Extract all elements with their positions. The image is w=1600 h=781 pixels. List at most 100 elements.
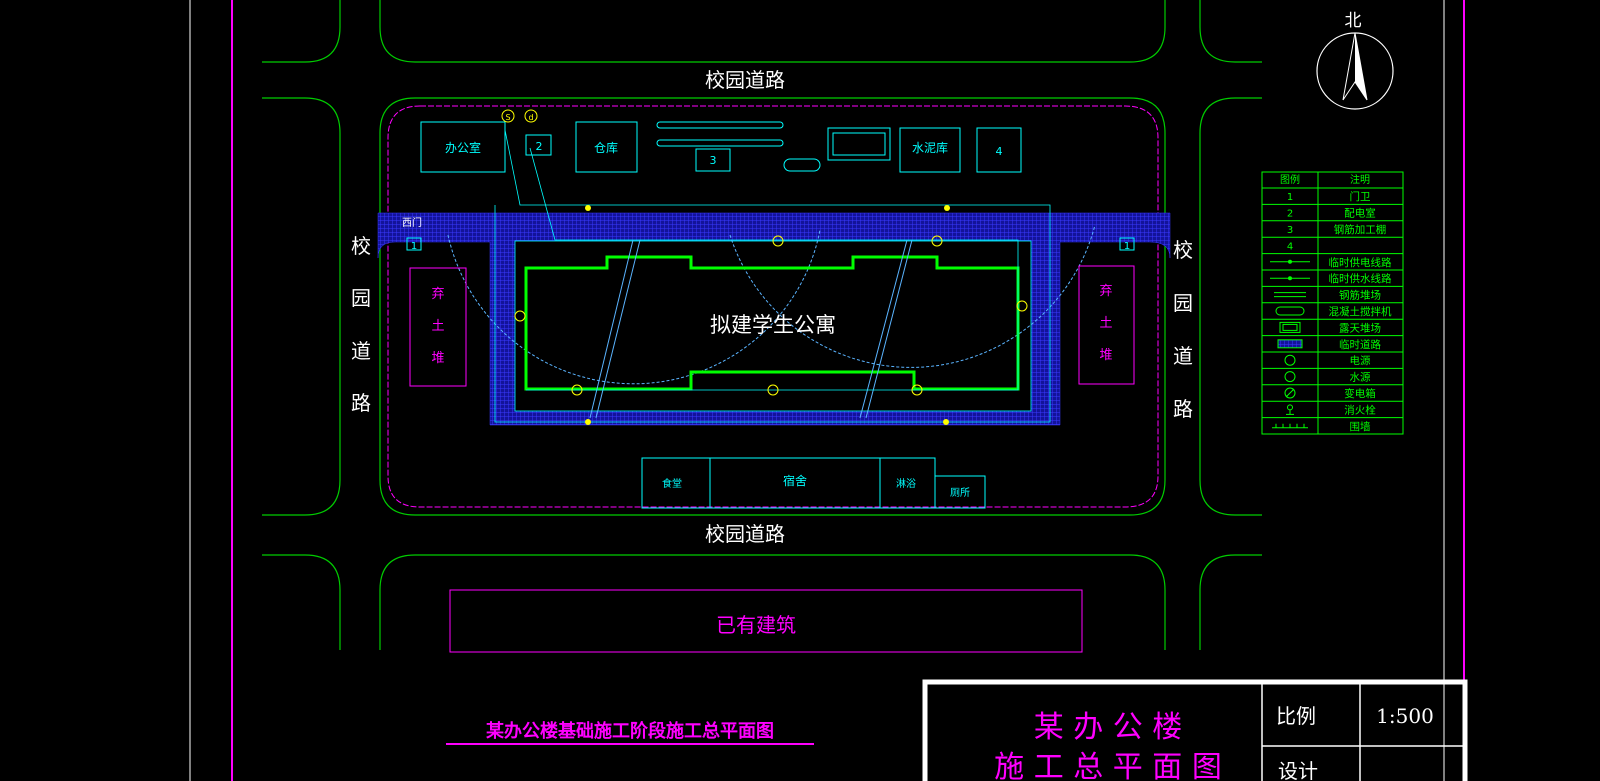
legend-symbol-5 [1270,259,1310,264]
road-label-left-char: 园 [351,286,371,310]
site-fence [387,105,1159,508]
spoil-heap-left-label: 弃 土 堆 [431,287,444,366]
legend-symbol-10 [1277,339,1303,349]
gate-left-number: 1 [411,241,417,252]
legend-note: 变电箱 [1344,387,1376,400]
legend-note: 电源 [1350,354,1372,367]
site-boundary-curb [379,97,1166,516]
toilet-label: 厕所 [950,487,970,499]
top-facilities [420,121,1022,173]
road-curbs [262,0,1262,650]
compass-north-label: 北 [1345,11,1362,31]
spoil-heap-right-label: 弃 土 堆 [1099,284,1112,363]
legend-note: 围墙 [1350,420,1372,433]
transformer-icons [514,235,1028,396]
canteen-label: 食堂 [662,477,682,490]
power-water-source-icons [501,109,538,123]
spoil-char: 土 [431,319,444,334]
power-source-letter: d [528,113,533,122]
crane-arms [589,239,913,419]
main-building-outline [524,255,1020,391]
legend-symbol-7 [1274,292,1306,298]
road-label-right-char: 校 [1173,238,1193,262]
dorm-label: 宿舍 [783,473,807,488]
legend-note: 钢筋加工棚 [1334,223,1387,236]
drawing-title: 某办公楼基础施工阶段施工总平面图 [486,720,774,742]
road-label-right: 校 园 道 路 [1173,238,1193,421]
gate-right-box [1119,237,1135,251]
legend-symbol-13 [1284,387,1296,399]
hydrant-icons [585,205,950,425]
west-gate-label: 西门 [402,216,422,229]
road-label-left-char: 道 [351,339,371,363]
legend-header-note: 注明 [1350,173,1370,186]
road-label-left-char: 校 [351,234,371,258]
spoil-char: 弃 [431,287,444,302]
scale-value: 1:500 [1376,704,1434,728]
rebar-shed-number: 3 [710,154,717,167]
legend-symbol-number: 2 [1287,209,1293,220]
legend-symbol-3: 3 [1287,225,1293,236]
legend-note: 消火栓 [1344,403,1376,416]
legend-symbol-2: 2 [1287,209,1293,220]
legend-note: 水源 [1350,371,1372,384]
spoil-heap-left-box [409,267,467,387]
legend-symbol-9 [1279,321,1301,333]
road-label-right-char: 道 [1173,344,1193,368]
legend-symbol-11 [1284,354,1296,366]
existing-building-box [449,589,1083,653]
legend-symbol-4: 4 [1287,241,1293,252]
legend-row-lines [1262,187,1403,435]
legend-symbol-number: 1 [1287,192,1293,203]
spoil-char: 堆 [1099,348,1112,363]
existing-building-label: 已有建筑 [716,613,796,637]
legend-symbol-number: 4 [1287,241,1293,252]
spoil-char: 弃 [1099,284,1112,299]
legend-header-symbol: 图例 [1280,173,1300,186]
item4-number: 4 [996,145,1003,158]
temporary-supply-lines [494,129,1051,423]
warehouse-label: 仓库 [594,140,618,155]
bath-label: 淋浴 [896,477,916,490]
office-label: 办公室 [445,140,481,155]
legend-symbol-8 [1275,306,1305,316]
legend-note: 临时供电线路 [1329,256,1392,269]
gate-right-number: 1 [1124,241,1130,252]
legend-notes: 门卫配电室钢筋加工棚临时供电线路临时供水线路钢筋堆场混凝土搅拌机露天堆场临时道路… [1329,190,1392,433]
road-label-left-char: 路 [351,391,371,415]
power-room-number: 2 [536,140,543,153]
scale-label: 比例 [1276,704,1316,728]
road-label-bottom: 校园道路 [705,522,785,546]
legend-symbol-6 [1270,276,1310,281]
legend-note: 临时供水线路 [1329,272,1392,285]
legend-symbol-14 [1286,404,1294,415]
legend-symbol-15 [1272,423,1308,429]
road-label-left: 校 园 道 路 [351,234,371,415]
legend-note: 混凝土搅拌机 [1329,305,1392,318]
legend-symbol-12 [1284,371,1296,383]
gate-left-box [406,237,422,251]
legend-symbol-1: 1 [1287,192,1293,203]
drawing-frame [189,0,1465,781]
title-block-line1: 某 办 公 楼 [1034,710,1183,745]
north-compass-icon [1316,32,1394,110]
legend-note: 露天堆场 [1339,321,1381,334]
road-label-right-char: 路 [1173,397,1193,421]
spoil-char: 土 [1099,316,1112,331]
bottom-facilities [641,457,986,509]
spoil-heap-right-box [1078,265,1135,385]
legend-symbol-number: 3 [1287,225,1293,236]
spoil-char: 堆 [431,351,444,366]
legend-note: 配电室 [1344,207,1376,220]
cement-store-label: 水泥库 [912,140,948,155]
road-label-right-char: 园 [1173,291,1193,315]
legend-symbols: 1 2 3 4 [1270,192,1310,429]
title-block-line2: 施 工 总 平 面 图 [994,750,1222,781]
legend-note: 临时道路 [1339,338,1381,351]
legend-note: 钢筋堆场 [1339,289,1381,302]
water-source-letter: S [505,113,510,122]
road-label-top: 校园道路 [705,68,785,92]
title-block-frame [922,679,1468,781]
design-label: 设计 [1278,759,1318,781]
